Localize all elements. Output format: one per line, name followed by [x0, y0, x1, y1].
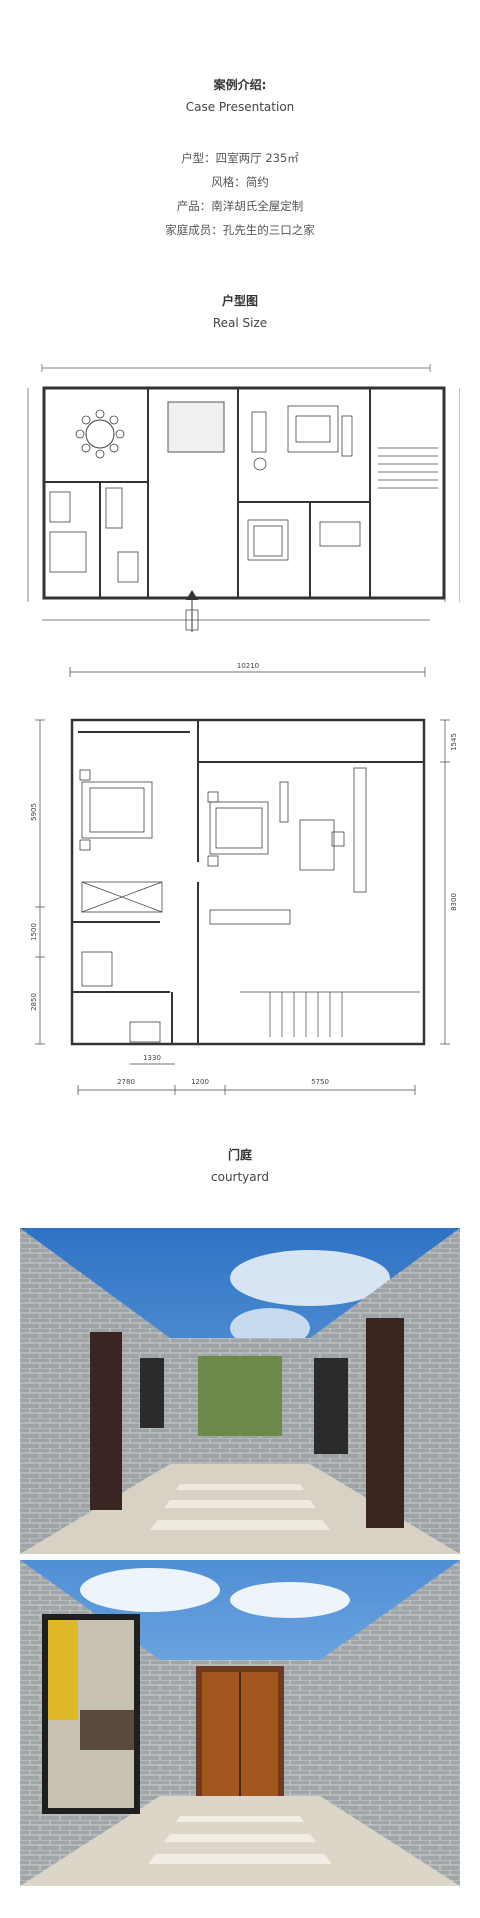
- floor-plan-ground: [20, 352, 460, 652]
- intro-layout: 户型：四室两厅 235㎡: [181, 151, 299, 165]
- plan-heading-cn: 户型图: [221, 294, 258, 308]
- plan-heading-en: Real Size: [212, 316, 268, 330]
- intro-style: 风格：简约: [211, 175, 269, 189]
- courtyard-heading-en: courtyard: [211, 1170, 269, 1184]
- dim-bottom-1: 2780: [117, 1078, 135, 1086]
- intro-heading-en: Case Presentation: [185, 100, 295, 114]
- courtyard-heading-cn: 门庭: [227, 1148, 252, 1162]
- dim-top: 10210: [237, 662, 259, 670]
- dim-bottom-2: 1330: [143, 1054, 161, 1062]
- courtyard-render-2: [20, 1560, 460, 1886]
- floor-plan-upper: 10210 2780 1330 1200 5750 5905 1500 2850…: [20, 652, 460, 1122]
- dim-bottom-3: 1200: [191, 1078, 209, 1086]
- dim-left-3: 2850: [30, 993, 38, 1011]
- intro-family: 家庭成员：孔先生的三口之家: [165, 223, 315, 237]
- courtyard-render-1: [20, 1228, 460, 1554]
- dim-right-2: 8300: [450, 893, 458, 911]
- dim-right-1: 1545: [450, 733, 458, 751]
- intro-heading-cn: 案例介绍:: [213, 78, 267, 92]
- dim-left-2: 1500: [30, 923, 38, 941]
- dim-left-1: 5905: [30, 803, 38, 821]
- intro-product: 产品：南洋胡氏全屋定制: [176, 199, 304, 213]
- dim-bottom-4: 5750: [311, 1078, 329, 1086]
